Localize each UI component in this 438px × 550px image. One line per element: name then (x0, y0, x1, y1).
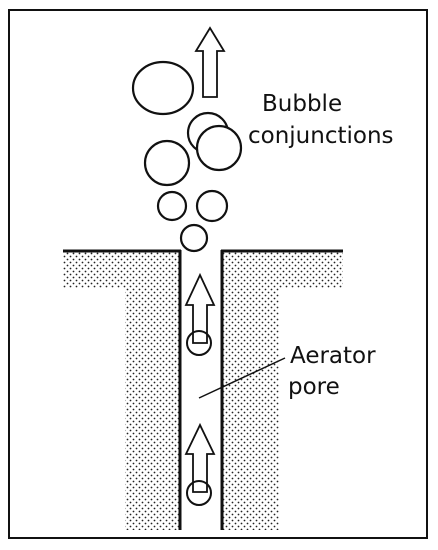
aerator-pore-leader (198, 357, 286, 399)
up-arrow-icon (194, 26, 226, 98)
pore-bubble (186, 330, 212, 356)
label-bubble-line2: conjunctions (248, 123, 394, 149)
right-medium (222, 252, 343, 530)
label-aerator-line1: Aerator (290, 343, 376, 369)
up-arrow-icon (184, 272, 216, 344)
pore-bubble (186, 480, 212, 506)
label-aerator-line2: pore (288, 374, 340, 400)
bubble (143, 139, 191, 187)
label-bubble-line1: Bubble (262, 91, 343, 117)
bubble (179, 223, 209, 253)
bubble (156, 190, 188, 222)
up-arrow-icon (184, 422, 216, 493)
bubble (195, 189, 229, 223)
left-medium (63, 252, 180, 530)
bubble (195, 124, 243, 172)
bubble (131, 60, 195, 116)
